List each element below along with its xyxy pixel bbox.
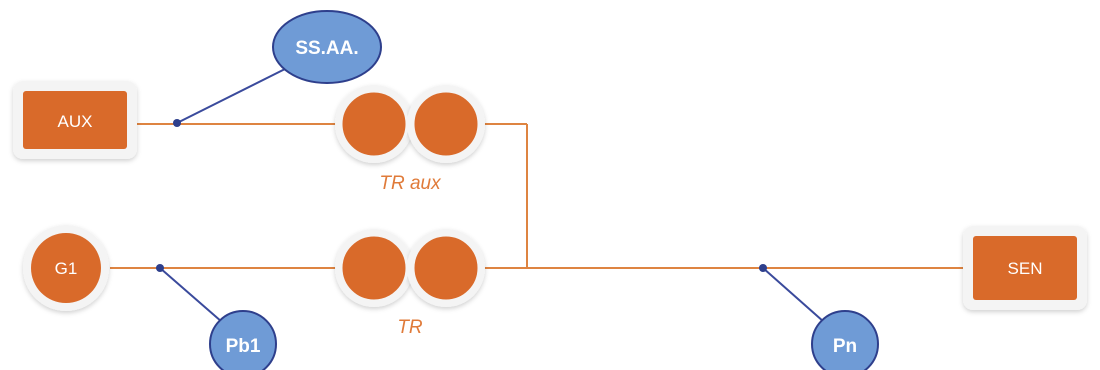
connector-ssaa — [176, 63, 296, 124]
sen-node[interactable]: SEN — [963, 226, 1087, 310]
dot-ssaa — [173, 119, 181, 127]
connector-pn — [762, 267, 825, 323]
aux-node[interactable]: AUX — [13, 81, 137, 159]
pn-measurement-point[interactable]: Pn — [811, 310, 879, 370]
tr-aux-transformer[interactable] — [335, 85, 485, 163]
pb1-label: Pb1 — [226, 336, 261, 357]
aux-label: AUX — [58, 112, 93, 131]
tr-transformer[interactable] — [335, 229, 485, 307]
g1-generator-node[interactable]: G1 — [23, 225, 109, 311]
pn-label: Pn — [833, 336, 857, 357]
ssaa-label: SS.AA. — [295, 38, 358, 59]
sen-label: SEN — [1008, 259, 1043, 278]
g1-label: G1 — [55, 259, 78, 278]
pb1-measurement-point[interactable]: Pb1 — [209, 310, 277, 370]
connector-pb1 — [159, 267, 223, 323]
connection-dots — [156, 119, 767, 272]
power-lines — [110, 123, 968, 269]
measurement-connectors — [159, 63, 825, 323]
dot-pn — [759, 264, 767, 272]
tr-label: TR — [397, 317, 423, 338]
tr-aux-label: TR aux — [379, 173, 442, 194]
ssaa-measurement-point[interactable]: SS.AA. — [272, 10, 382, 84]
dot-pb1 — [156, 264, 164, 272]
